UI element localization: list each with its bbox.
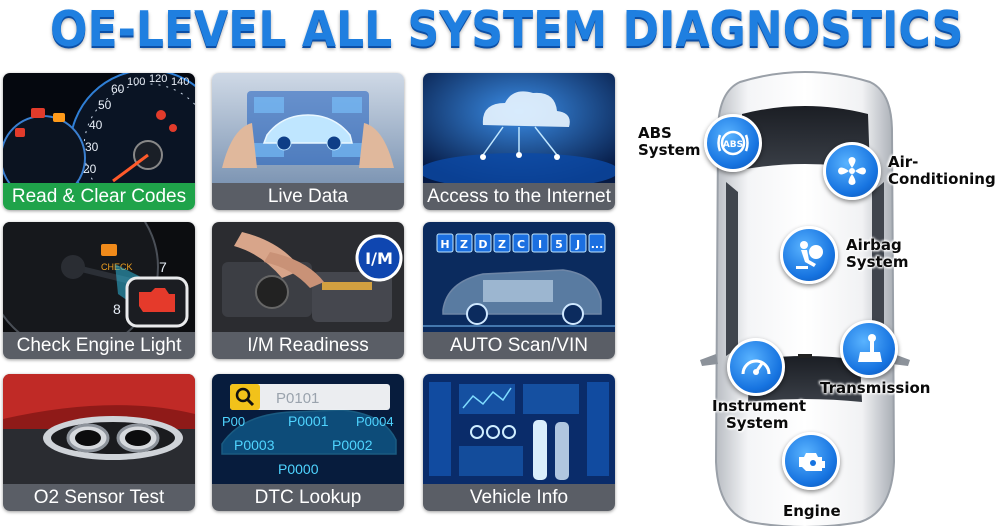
dtc-search-text: P0101 xyxy=(276,390,319,407)
vin-char: C xyxy=(517,238,525,251)
exhaust-pipes-image xyxy=(3,374,195,484)
svg-text:20: 20 xyxy=(83,162,97,176)
air-conditioning-icon[interactable] xyxy=(823,142,881,200)
svg-text:P00: P00 xyxy=(222,414,245,429)
vin-char-box xyxy=(588,233,606,253)
dashboard-gauge-image: 20 30 40 50 60 100 120 140 xyxy=(3,73,195,183)
tile-caption: Access to the Internet xyxy=(423,183,615,210)
svg-text:60: 60 xyxy=(111,82,125,96)
tile-caption: AUTO Scan/VIN xyxy=(423,332,615,359)
vin-char: J xyxy=(575,238,580,251)
vin-char: ... xyxy=(591,238,604,251)
cloud-network-image xyxy=(423,73,615,183)
vin-char-box xyxy=(550,233,568,253)
abs-system-icon[interactable]: ABS xyxy=(704,114,762,172)
vin-char-box xyxy=(474,233,492,253)
vin-char: I xyxy=(538,238,542,251)
tile-caption: Check Engine Light xyxy=(3,332,195,359)
tile-check-engine-light[interactable]: CHECK 7 8 Check Engine Light xyxy=(3,222,195,359)
vin-char-box xyxy=(436,233,454,253)
instrument-system-icon[interactable] xyxy=(727,338,785,396)
tile-im-readiness[interactable]: I/M I/M Readiness xyxy=(212,222,404,359)
svg-text:30: 30 xyxy=(85,140,99,154)
engine-icon[interactable] xyxy=(782,432,840,490)
svg-text:ABS: ABS xyxy=(723,140,743,150)
svg-text:100: 100 xyxy=(127,76,145,88)
svg-text:7: 7 xyxy=(159,259,167,275)
tile-vehicle-info[interactable]: Vehicle Info xyxy=(423,374,615,511)
vin-char: Z xyxy=(498,238,506,251)
vin-char-box xyxy=(455,233,473,253)
headline: OE-LEVEL ALL SYSTEM DIAGNOSTICS xyxy=(50,1,964,58)
live-data-car-hologram-image xyxy=(212,73,404,183)
tile-o2-sensor-test[interactable]: O2 Sensor Test xyxy=(3,374,195,511)
tile-caption: DTC Lookup xyxy=(212,484,404,511)
vin-char-box xyxy=(493,233,511,253)
svg-text:P0000: P0000 xyxy=(278,461,319,477)
vin-char-box xyxy=(512,233,530,253)
tile-caption: Live Data xyxy=(212,183,404,210)
instrument-system-label: Instrument System xyxy=(712,397,807,432)
svg-text:8: 8 xyxy=(113,301,121,317)
vin-char: 5 xyxy=(555,238,563,251)
tile-caption: Read & Clear Codes xyxy=(3,183,195,210)
svg-text:P0002: P0002 xyxy=(332,437,373,453)
vehicle-info-dashboard-image xyxy=(423,374,615,484)
svg-text:P0003: P0003 xyxy=(234,437,275,453)
vin-char: H xyxy=(440,238,449,251)
transmission-label: Transmission xyxy=(820,379,931,397)
transmission-icon[interactable] xyxy=(840,320,898,378)
tile-live-data[interactable]: Live Data xyxy=(212,73,404,210)
vin-char: Z xyxy=(460,238,468,251)
svg-text:P0001: P0001 xyxy=(288,413,329,429)
svg-text:50: 50 xyxy=(98,98,112,112)
svg-text:40: 40 xyxy=(89,118,103,132)
airbag-system-icon[interactable] xyxy=(780,226,838,284)
air-conditioning-label: Air- Conditioning xyxy=(888,153,996,188)
tile-read-clear-codes[interactable]: 20 30 40 50 60 100 120 140 Read & Clear … xyxy=(3,73,195,210)
svg-text:140: 140 xyxy=(171,76,189,88)
engine-label: Engine xyxy=(783,502,841,520)
check-engine-gauge-image: CHECK 7 8 xyxy=(3,222,195,332)
svg-text:P0004: P0004 xyxy=(356,414,394,429)
abs-system-label: ABS System xyxy=(638,124,701,159)
vin-char-box xyxy=(531,233,549,253)
svg-text:120: 120 xyxy=(149,73,167,85)
tile-dtc-lookup[interactable]: P0101 P0001 P0003 P0004 P0002 P0000 P00 … xyxy=(212,374,404,511)
tile-access-internet[interactable]: Access to the Internet xyxy=(423,73,615,210)
dtc-codes-image: P0101 P0001 P0003 P0004 P0002 P0000 P00 xyxy=(212,374,404,484)
vin-char-box xyxy=(569,233,587,253)
airbag-system-label: Airbag System xyxy=(846,236,909,271)
car-systems-panel: ABS ABS System Air- Conditioning Airbag … xyxy=(630,62,1000,526)
tile-caption: I/M Readiness xyxy=(212,332,404,359)
im-badge-text: I/M xyxy=(365,249,393,268)
engine-bay-image: I/M xyxy=(212,222,404,332)
tile-caption: O2 Sensor Test xyxy=(3,484,195,511)
tile-caption: Vehicle Info xyxy=(423,484,615,511)
vin-char: D xyxy=(478,238,487,251)
